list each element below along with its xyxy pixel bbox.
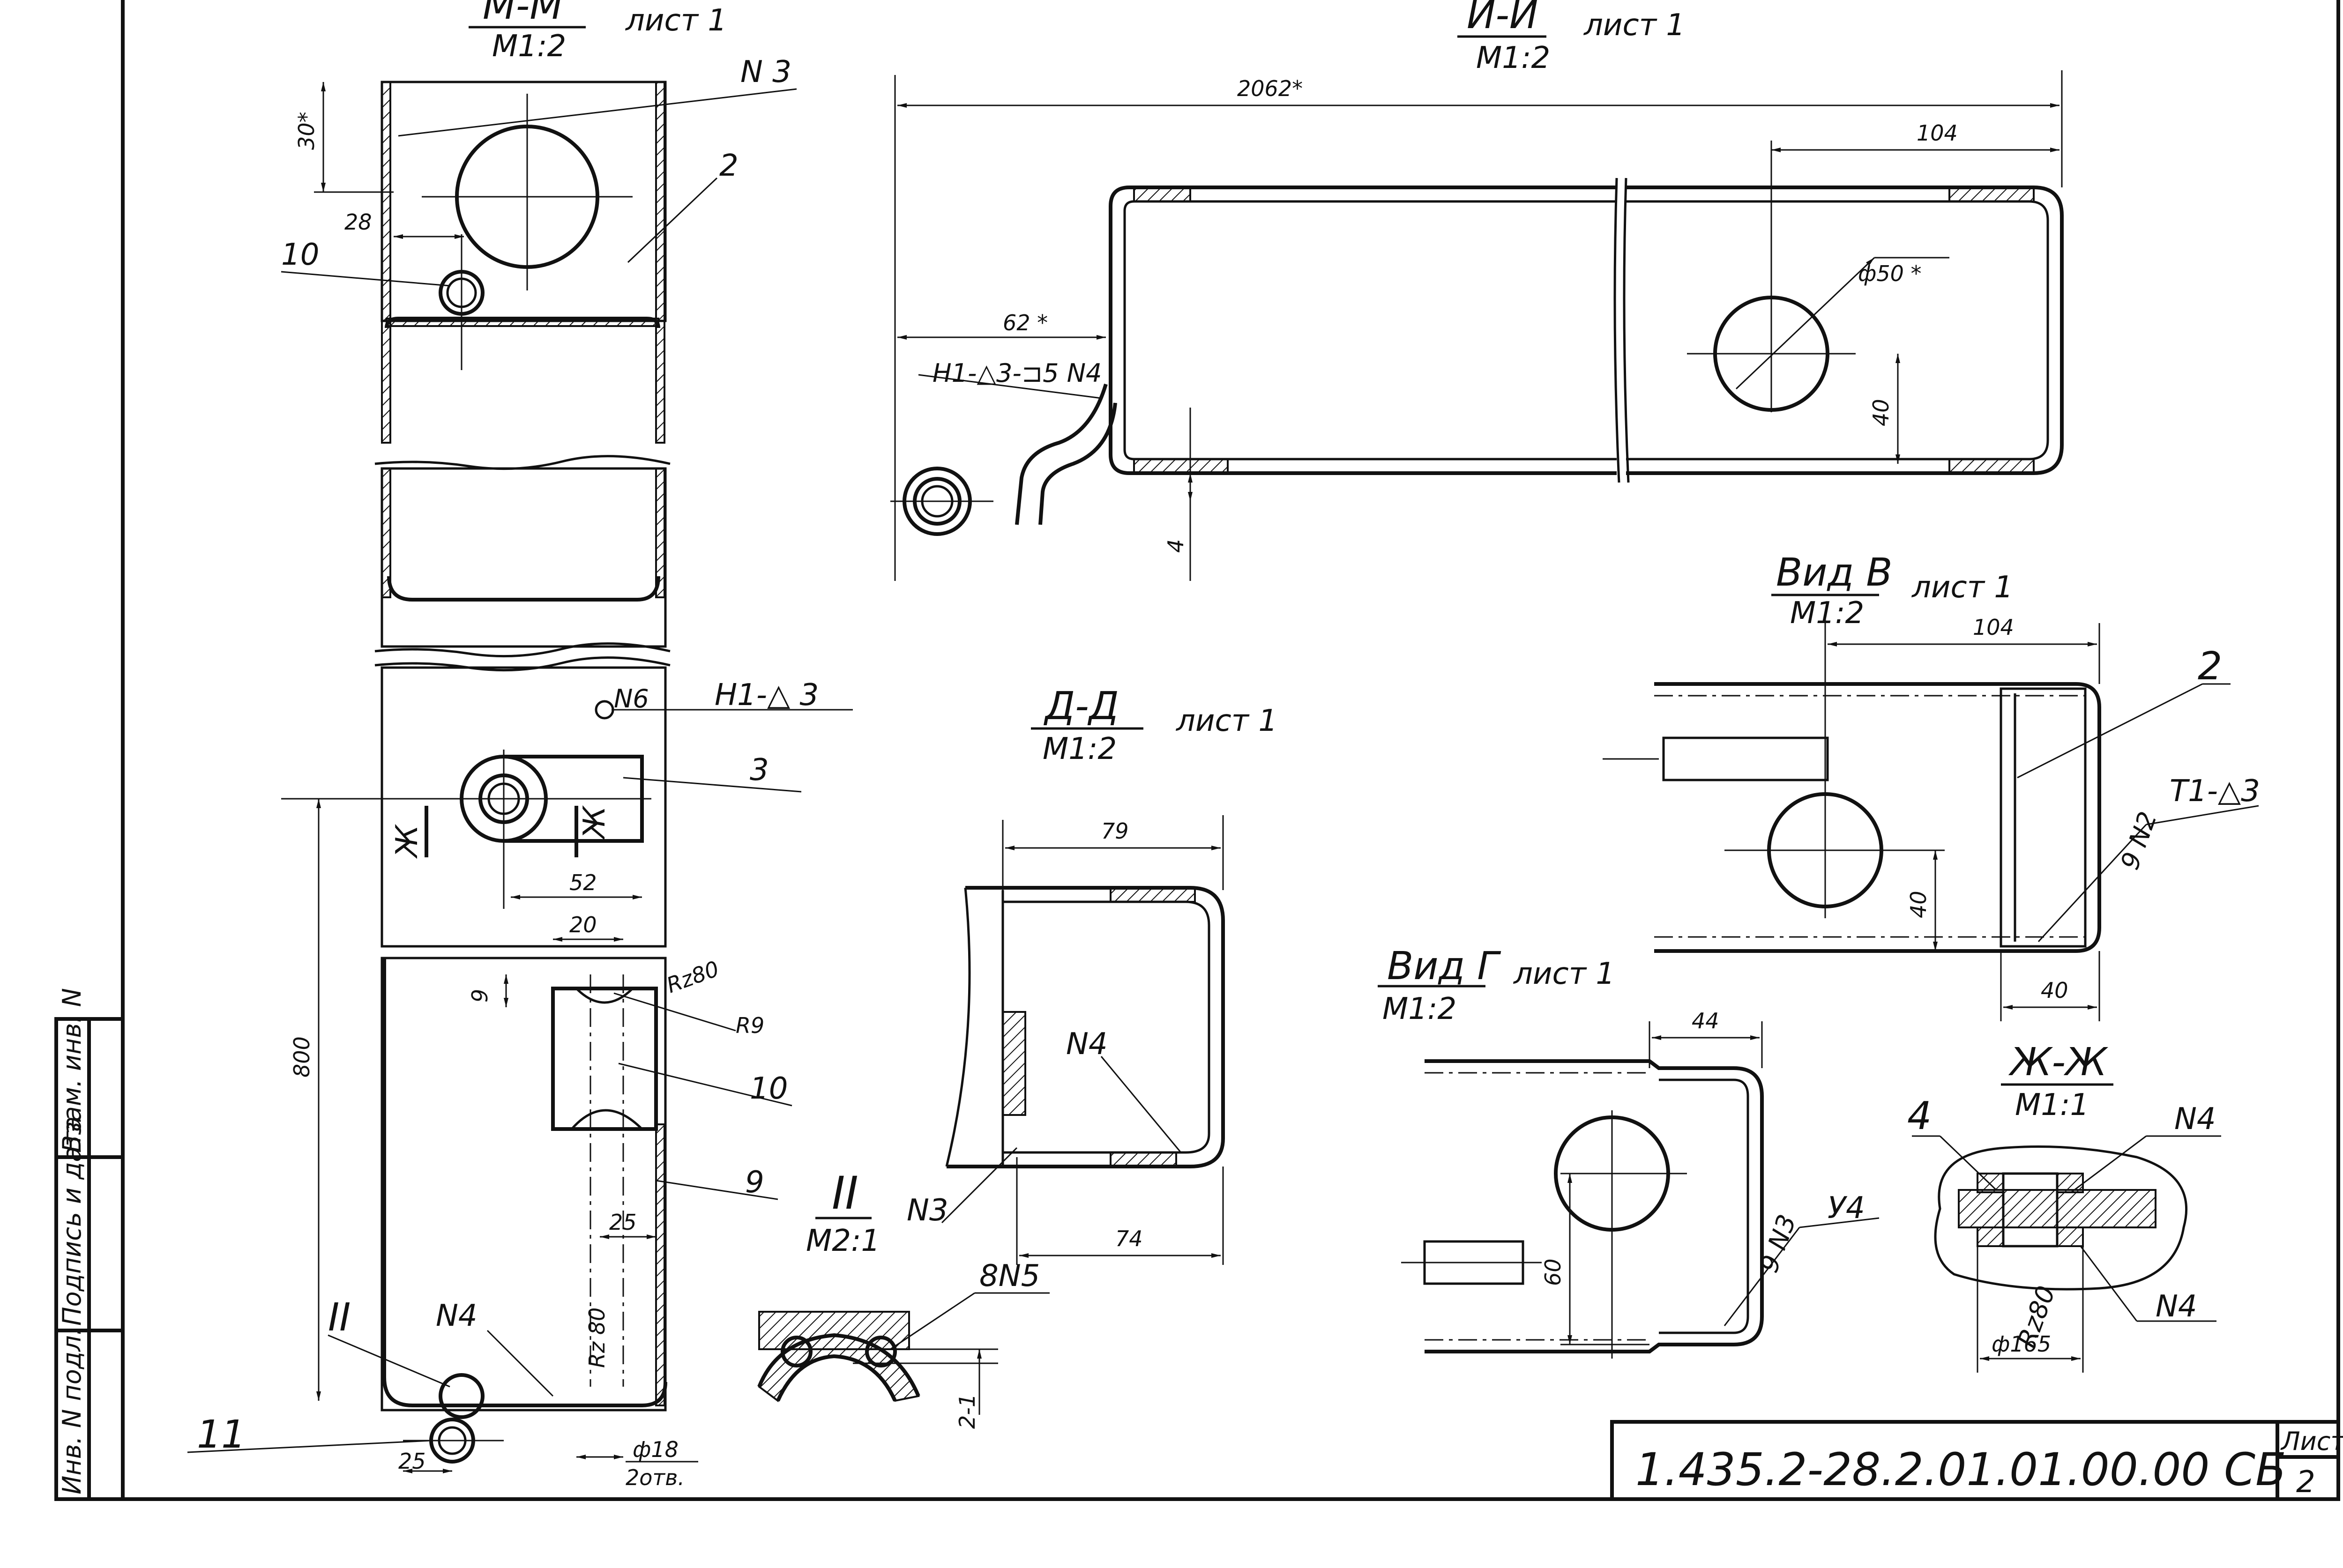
callout-vid-v-2: 2 xyxy=(2198,644,2222,689)
doc-code: 1.435.2-28.2.01.01.00.00 СБ xyxy=(1635,1443,2286,1496)
stamp-cell-vzam: Взам. инв. N xyxy=(57,988,87,1152)
dim-62: 62 * xyxy=(1003,310,1048,335)
dim-vid-g-44: 44 xyxy=(1692,1008,1719,1033)
section-mark-zh-right: Ж xyxy=(577,805,612,840)
sheet-number: 2 xyxy=(2296,1465,2315,1500)
title-block: 1.435.2-28.2.01.01.00.00 СБ Лист 2 xyxy=(1610,1420,2343,1501)
section-mark-zh-left: Ж xyxy=(390,824,425,859)
dim-f18: ф18 xyxy=(633,1437,679,1462)
view-ii-scale: М1:2 xyxy=(1476,41,1550,75)
view-vid-v: Вид В М1:2 лист 1 104 40 40 2 9 N2 T1-△3 xyxy=(1603,550,2260,1021)
view-vid-v-scale: М1:2 xyxy=(1790,596,1864,631)
dim-104: 104 xyxy=(1917,120,1958,146)
dim-2otv: 2отв. xyxy=(626,1465,685,1490)
drawing-frame xyxy=(56,0,2340,1501)
callout-11: 11 xyxy=(197,1412,246,1457)
detail-ii: II М2:1 2-1 8N5 xyxy=(757,1167,1050,1429)
callout-zhzh-n4-bottom: N4 xyxy=(2156,1289,2197,1324)
view-vid-g: Вид Г М1:2 лист 1 44 60 9 N3 У4 xyxy=(1378,944,1880,1359)
callout-9: 9 xyxy=(745,1165,764,1200)
callout-vid-g-u4: У4 xyxy=(1828,1191,1865,1226)
sheet-label: Лист xyxy=(2280,1427,2343,1456)
dim-52: 52 xyxy=(569,870,597,895)
callout-n4: N4 xyxy=(436,1299,478,1333)
dim-rz80-side: Rz 80 xyxy=(584,1308,610,1368)
callout-3: 3 xyxy=(750,753,769,788)
dim-zhzh-rz80: Rz80 xyxy=(2012,1282,2061,1351)
view-dd-sheet-ref: лист 1 xyxy=(1175,704,1277,738)
dim-2-1: 2-1 xyxy=(955,1394,980,1429)
dim-f50: ф50 * xyxy=(1858,261,1921,286)
callout-2: 2 xyxy=(719,149,739,183)
dim-30: 30* xyxy=(294,111,319,150)
view-dd-title: Д-Д xyxy=(1044,684,1119,728)
dim-9: 9 xyxy=(467,989,492,1003)
view-zhzh: Ж-Ж М1:1 ф165 Rz80 4 N4 N4 xyxy=(1907,1040,2221,1373)
dim-vid-v-40-horiz: 40 xyxy=(2041,978,2068,1003)
stamp-cell-inv: Инв. N подл. xyxy=(57,1327,87,1494)
view-ii-title: И-И xyxy=(1467,0,1538,37)
side-stamp: Инв. N подл. Подпись и дата Взам. инв. N xyxy=(54,988,125,1501)
callout-h1-weld: H1-△ 3 xyxy=(715,678,819,713)
callout-dd-n3: N3 xyxy=(907,1193,948,1228)
callout-10-bottom: 10 xyxy=(750,1071,788,1106)
dim-r9: R9 xyxy=(736,1013,764,1038)
callout-h1-weld-n4: H1-△3-⊐5 N4 xyxy=(933,358,1102,388)
callout-detail-ii: II xyxy=(328,1295,351,1340)
view-mm: М-М М1:2 лист 1 Ж xyxy=(187,0,853,1490)
callout-vid-v-t1-weld: T1-△3 xyxy=(2170,774,2260,809)
view-vid-g-sheet-ref: лист 1 xyxy=(1513,957,1615,991)
view-vid-g-title: Вид Г xyxy=(1387,944,1501,988)
view-ii-sheet-ref: лист 1 xyxy=(1583,8,1685,43)
detail-ii-title: II xyxy=(832,1167,858,1219)
dim-vid-v-104: 104 xyxy=(1973,615,2014,640)
dim-74: 74 xyxy=(1115,1226,1143,1251)
view-vid-g-scale: М1:2 xyxy=(1382,992,1456,1026)
view-mm-scale: М1:2 xyxy=(492,29,566,64)
dim-2062: 2062* xyxy=(1237,76,1303,101)
dim-vid-g-60: 60 xyxy=(1540,1258,1566,1286)
dim-79: 79 xyxy=(1101,818,1129,844)
dim-zhzh-f165: ф165 xyxy=(1992,1331,2051,1357)
callout-zhzh-n4-top: N4 xyxy=(2174,1102,2216,1137)
detail-ii-scale: М2:1 xyxy=(806,1224,880,1258)
view-dd: Д-Д М1:2 лист 1 79 74 N4 N3 xyxy=(907,684,1277,1265)
dim-28: 28 xyxy=(344,209,372,235)
callout-n3: N 3 xyxy=(740,55,791,89)
view-mm-sheet-ref: лист 1 xyxy=(625,3,727,38)
stamp-cell-sign: Подпись и дата xyxy=(57,1116,87,1326)
dim-40: 40 xyxy=(1868,399,1894,426)
callout-dd-n4: N4 xyxy=(1066,1027,1108,1062)
view-zhzh-scale: М1:1 xyxy=(2015,1088,2089,1122)
view-vid-v-sheet-ref: лист 1 xyxy=(1911,570,2013,605)
view-ii: И-И М1:2 лист 1 2062* 104 ф50 * xyxy=(890,0,2064,581)
callout-8n5: 8N5 xyxy=(979,1259,1040,1293)
callout-n6: N6 xyxy=(614,684,649,713)
callout-10-top: 10 xyxy=(281,238,319,272)
view-vid-v-title: Вид В xyxy=(1776,550,1893,595)
dim-25-bottom: 25 xyxy=(398,1449,426,1474)
callout-zhzh-4: 4 xyxy=(1907,1094,1932,1138)
dim-vid-v-40-vert: 40 xyxy=(1906,891,1931,918)
dim-800: 800 xyxy=(289,1036,314,1078)
view-mm-title: М-М xyxy=(483,0,563,28)
view-zhzh-title: Ж-Ж xyxy=(2008,1040,2109,1085)
dim-20: 20 xyxy=(569,912,597,937)
dim-25-inner: 25 xyxy=(609,1210,637,1235)
dim-4: 4 xyxy=(1163,539,1188,553)
callout-vid-v-9n2: 9 N2 xyxy=(2115,808,2163,873)
dim-rz80-top: Rz80 xyxy=(663,956,722,998)
view-dd-scale: М1:2 xyxy=(1043,732,1117,766)
